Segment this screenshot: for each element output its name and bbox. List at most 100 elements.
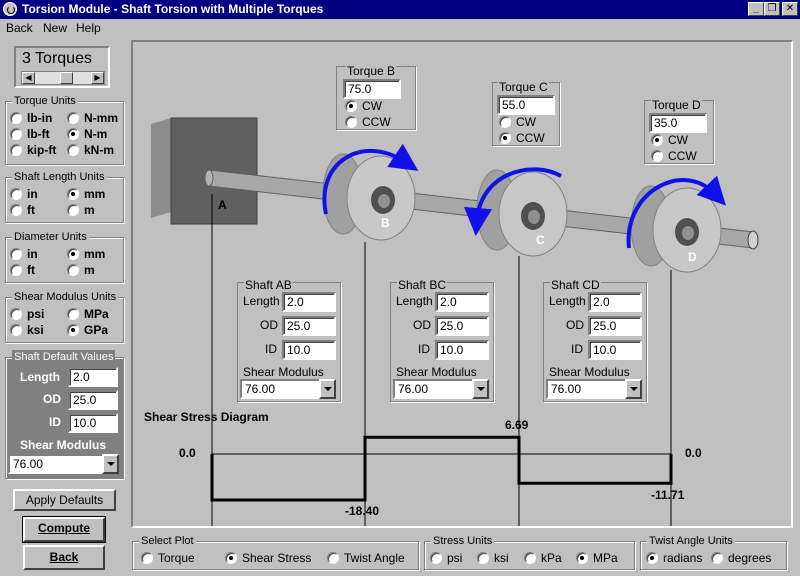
shaft-bc-modulus-select[interactable]: 76.00	[393, 379, 489, 399]
radio-modulus-ksi[interactable]: ksi	[10, 323, 44, 339]
torque-units-title: Torque Units	[12, 94, 78, 108]
radio-length-m[interactable]: m	[67, 203, 95, 219]
torque-c-ccw-radio[interactable]: CCW	[499, 131, 545, 147]
shaft-cd-modulus-select[interactable]: 76.00	[546, 379, 642, 399]
radio-n-m[interactable]: N-m	[67, 127, 107, 143]
shaft-ab-length-label: Length	[243, 294, 280, 308]
diagram-canvas: A B C D Torque B 75.0 CW CCW Torque C 55…	[131, 40, 793, 528]
shaft-cd-od-label: OD	[566, 318, 584, 332]
compute-button[interactable]: Compute	[22, 516, 106, 543]
chevron-down-icon[interactable]	[472, 379, 489, 399]
minimize-button[interactable]: _	[748, 2, 764, 16]
shaft-cd-id-label: ID	[571, 342, 583, 356]
stress-zero-left: 0.0	[179, 446, 196, 460]
torque-b-cw-radio[interactable]: CW	[345, 99, 382, 115]
stress-value-bc: 6.69	[505, 418, 529, 432]
torque-b-ccw-radio[interactable]: CCW	[345, 115, 391, 131]
default-id-input[interactable]: 10.0	[68, 413, 118, 433]
radio-diameter-mm[interactable]: mm	[67, 247, 105, 263]
radio-kn-m[interactable]: kN-m	[67, 143, 114, 159]
menu-bar: Back New Help	[0, 19, 800, 38]
radio-length-in[interactable]: in	[10, 187, 38, 203]
torque-c-cw-radio[interactable]: CW	[499, 115, 536, 131]
app-icon[interactable]	[3, 2, 17, 16]
window-title: Torsion Module - Shaft Torsion with Mult…	[22, 2, 324, 16]
scroll-thumb[interactable]	[60, 72, 73, 84]
torque-d-ccw-radio[interactable]: CCW	[651, 149, 697, 165]
diameter-units-title: Diameter Units	[12, 230, 89, 244]
menu-help[interactable]: Help	[76, 21, 101, 35]
radio-lb-ft[interactable]: lb-ft	[10, 127, 50, 143]
stress-ksi-radio[interactable]: ksi	[477, 551, 509, 567]
shaft-ab-modulus-select[interactable]: 76.00	[240, 379, 336, 399]
chevron-down-icon[interactable]	[319, 379, 336, 399]
stress-psi-radio[interactable]: psi	[430, 551, 462, 567]
shaft-bc-box: Shaft BC Length 2.0 OD 25.0 ID 10.0 Shea…	[390, 278, 494, 402]
torque-b-title: Torque B	[346, 64, 397, 78]
default-modulus-select[interactable]: 76.00	[8, 454, 119, 474]
torque-d-input[interactable]: 35.0	[649, 113, 707, 133]
default-length-input[interactable]: 2.0	[68, 367, 118, 387]
maximize-button[interactable]: ❐	[764, 2, 780, 16]
point-a-label: A	[218, 198, 227, 212]
torque-b-input[interactable]: 75.0	[343, 79, 401, 99]
torque-d-title: Torque D	[651, 98, 702, 112]
plot-shear-stress-radio[interactable]: Shear Stress	[225, 551, 311, 567]
shaft-cd-length-input[interactable]: 2.0	[588, 292, 642, 312]
shaft-ab-od-input[interactable]: 25.0	[282, 316, 336, 336]
radio-length-ft[interactable]: ft	[10, 203, 35, 219]
shaft-ab-box: Shaft AB Length 2.0 OD 25.0 ID 10.0 Shea…	[237, 278, 341, 402]
shaft-ab-length-input[interactable]: 2.0	[282, 292, 336, 312]
plot-twist-angle-radio[interactable]: Twist Angle	[327, 551, 405, 567]
radio-modulus-psi[interactable]: psi	[10, 307, 44, 323]
stress-units-title: Stress Units	[431, 534, 495, 548]
radio-modulus-mpa[interactable]: MPa	[67, 307, 109, 323]
select-plot-group: Select Plot Torque Shear Stress Twist An…	[132, 534, 419, 570]
shear-stress-diagram-title: Shear Stress Diagram	[144, 410, 269, 424]
radio-diameter-m[interactable]: m	[67, 263, 95, 279]
radio-length-mm[interactable]: mm	[67, 187, 105, 203]
close-button[interactable]: ✕	[782, 2, 798, 16]
radio-lb-in[interactable]: lb-in	[10, 111, 52, 127]
default-od-input[interactable]: 25.0	[68, 390, 118, 410]
radio-n-mm[interactable]: N-mm	[67, 111, 118, 127]
title-bar: Torsion Module - Shaft Torsion with Mult…	[0, 0, 800, 19]
radio-modulus-gpa[interactable]: GPa	[67, 323, 108, 339]
point-b-label: B	[381, 216, 390, 230]
torque-count-scrollbar[interactable]: ◀ ▶	[21, 71, 105, 85]
shaft-bc-length-input[interactable]: 2.0	[435, 292, 489, 312]
menu-back[interactable]: Back	[6, 21, 33, 35]
twist-degrees-radio[interactable]: degrees	[711, 551, 771, 567]
radio-diameter-in[interactable]: in	[10, 247, 38, 263]
shaft-bc-id-input[interactable]: 10.0	[435, 340, 489, 360]
gear-c	[476, 169, 568, 257]
stress-mpa-radio[interactable]: MPa	[576, 551, 618, 567]
shaft-bc-modulus-label: Shear Modulus	[396, 365, 477, 379]
scroll-left-icon[interactable]: ◀	[22, 72, 35, 84]
stress-kpa-radio[interactable]: kPa	[524, 551, 562, 567]
chevron-down-icon[interactable]	[625, 379, 642, 399]
back-button[interactable]: Back	[23, 545, 105, 570]
shaft-cd-od-input[interactable]: 25.0	[588, 316, 642, 336]
shear-modulus-units-group: Shear Modulus Units psi MPa ksi GPa	[5, 290, 124, 343]
torque-b-box: Torque B 75.0 CW CCW	[336, 64, 416, 131]
default-od-label: OD	[43, 392, 61, 406]
torque-d-cw-radio[interactable]: CW	[651, 133, 688, 149]
gear-d	[630, 185, 722, 273]
torque-c-input[interactable]: 55.0	[497, 95, 555, 115]
apply-defaults-button[interactable]: Apply Defaults	[13, 489, 116, 511]
chevron-down-icon[interactable]	[102, 454, 119, 474]
menu-new[interactable]: New	[43, 21, 68, 35]
radio-diameter-ft[interactable]: ft	[10, 263, 35, 279]
shaft-cd-title: Shaft CD	[550, 278, 601, 292]
shaft-cd-id-input[interactable]: 10.0	[588, 340, 642, 360]
shaft-cd-box: Shaft CD Length 2.0 OD 25.0 ID 10.0 Shea…	[543, 278, 647, 402]
shaft-ab-id-input[interactable]: 10.0	[282, 340, 336, 360]
radio-kip-ft[interactable]: kip-ft	[10, 143, 56, 159]
scroll-right-icon[interactable]: ▶	[91, 72, 104, 84]
torque-arrow-c	[464, 167, 562, 236]
plot-torque-radio[interactable]: Torque	[141, 551, 195, 567]
shaft-bc-od-input[interactable]: 25.0	[435, 316, 489, 336]
twist-radians-radio[interactable]: radians	[646, 551, 702, 567]
default-length-label: Length	[20, 370, 60, 384]
